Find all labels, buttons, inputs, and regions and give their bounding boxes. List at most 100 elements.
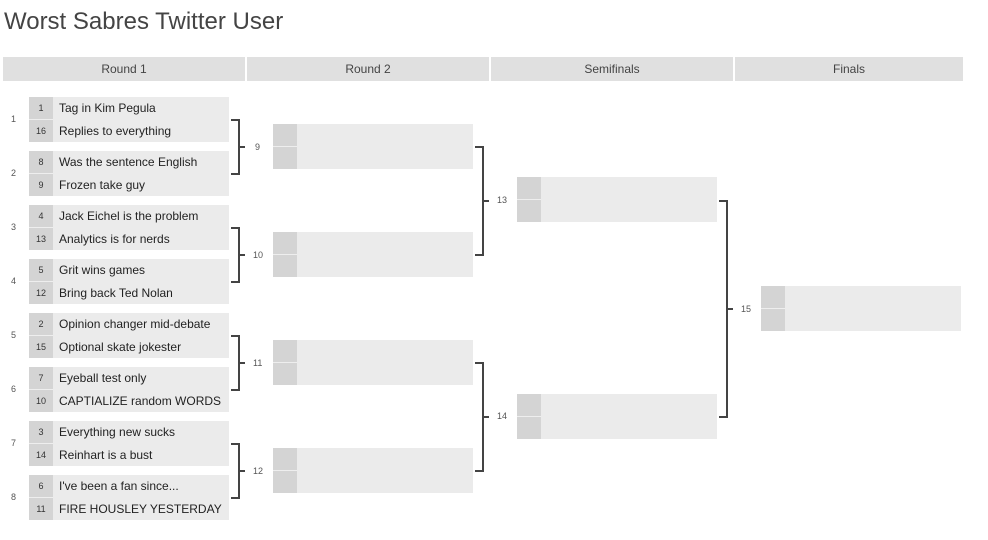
- team-name: Replies to everything: [59, 124, 172, 138]
- bracket-connector: [475, 146, 484, 256]
- team-name: Was the sentence English: [59, 155, 198, 169]
- team-name: CAPTIALIZE random WORDS: [59, 394, 222, 408]
- slot-divider: [29, 173, 53, 174]
- seed: 9: [29, 174, 53, 196]
- team-slot[interactable]: 2 Opinion changer mid-debate: [29, 313, 229, 335]
- team-slot[interactable]: 1 Tag in Kim Pegula: [29, 97, 229, 119]
- team-slot[interactable]: 14 Reinhart is a bust: [29, 444, 229, 466]
- seed: 11: [29, 498, 53, 520]
- team-name: Tag in Kim Pegula: [59, 101, 156, 115]
- game-number: 14: [497, 411, 508, 421]
- seed-empty: [517, 200, 541, 222]
- match-14[interactable]: [517, 394, 717, 439]
- round-header-2: Round 2: [247, 57, 489, 81]
- match-6[interactable]: 7 Eyeball test only 10 CAPTIALIZE random W…: [29, 367, 229, 412]
- game-number: 7: [11, 438, 17, 448]
- match-11[interactable]: [273, 340, 473, 385]
- team-slot[interactable]: 7 Eyeball test only: [29, 367, 229, 389]
- slot-divider: [273, 254, 297, 255]
- slot-divider: [29, 443, 53, 444]
- seed-empty: [517, 394, 541, 416]
- team-name: Jack Eichel is the problem: [59, 209, 199, 223]
- team-name: Reinhart is a bust: [59, 448, 153, 462]
- team-slot[interactable]: 9 Frozen take guy: [29, 174, 229, 196]
- team-name: FIRE HOUSLEY YESTERDAY: [59, 502, 222, 516]
- slot-divider: [29, 335, 53, 336]
- seed-empty: [273, 448, 297, 470]
- game-number: 2: [11, 168, 17, 178]
- game-number: 13: [497, 195, 508, 205]
- team-name: Everything new sucks: [59, 425, 176, 439]
- bracket-connector: [719, 200, 728, 418]
- match-12[interactable]: [273, 448, 473, 493]
- game-number: 15: [741, 304, 752, 314]
- slot-divider: [273, 146, 297, 147]
- bracket-connector: [231, 227, 240, 283]
- game-number: 11: [253, 358, 263, 368]
- match-15[interactable]: [761, 286, 961, 331]
- team-slot[interactable]: 10 CAPTIALIZE random WORDS: [29, 390, 229, 412]
- seed-empty: [273, 340, 297, 362]
- game-number: 4: [11, 276, 17, 286]
- team-slot[interactable]: 8 Was the sentence English: [29, 151, 229, 173]
- team-name: Eyeball test only: [59, 371, 147, 385]
- team-slot[interactable]: 11 FIRE HOUSLEY YESTERDAY: [29, 498, 229, 520]
- bracket-connector-tick: [240, 470, 245, 472]
- seed: 1: [29, 97, 53, 119]
- team-name: Optional skate jokester: [59, 340, 182, 354]
- team-name: Frozen take guy: [59, 178, 146, 192]
- bracket-connector-tick: [240, 254, 245, 256]
- seed: 8: [29, 151, 53, 173]
- seed: 14: [29, 444, 53, 466]
- seed-empty: [273, 232, 297, 254]
- seed-empty: [273, 471, 297, 493]
- slot-divider: [273, 470, 297, 471]
- match-9[interactable]: [273, 124, 473, 169]
- seed-empty: [273, 147, 297, 169]
- seed: 16: [29, 120, 53, 142]
- team-name: Opinion changer mid-debate: [59, 317, 211, 331]
- game-number: 12: [253, 466, 264, 476]
- match-10[interactable]: [273, 232, 473, 277]
- match-7[interactable]: 3 Everything new sucks 14 Reinhart is a bu…: [29, 421, 229, 466]
- team-slot[interactable]: 16 Replies to everything: [29, 120, 229, 142]
- bracket-connector: [475, 362, 484, 472]
- seed: 2: [29, 313, 53, 335]
- seed: 4: [29, 205, 53, 227]
- game-number: 10: [253, 250, 264, 260]
- match-2[interactable]: 8 Was the sentence English 9 Frozen take g…: [29, 151, 229, 196]
- page-title: Worst Sabres Twitter User: [4, 8, 284, 35]
- bracket-connector-tick: [484, 416, 489, 418]
- seed: 5: [29, 259, 53, 281]
- match-1[interactable]: 1 Tag in Kim Pegula 16 Replies to everythi…: [29, 97, 229, 142]
- slot-divider: [517, 416, 541, 417]
- seed: 3: [29, 421, 53, 443]
- bracket-connector-tick: [728, 308, 733, 310]
- seed: 10: [29, 390, 53, 412]
- slot-divider: [29, 119, 53, 120]
- slot-divider: [517, 199, 541, 200]
- seed: 12: [29, 282, 53, 304]
- slot-divider: [29, 389, 53, 390]
- team-slot[interactable]: 3 Everything new sucks: [29, 421, 229, 443]
- slot-divider: [761, 308, 785, 309]
- bracket-connector: [231, 335, 240, 391]
- game-number: 8: [11, 492, 17, 502]
- seed-empty: [761, 309, 785, 331]
- bracket-connector-tick: [484, 200, 489, 202]
- round-header-1: Round 1: [3, 57, 245, 81]
- team-name: Analytics is for nerds: [59, 232, 170, 246]
- match-13[interactable]: [517, 177, 717, 222]
- seed: 7: [29, 367, 53, 389]
- seed-empty: [517, 417, 541, 439]
- team-slot[interactable]: 4 Jack Eichel is the problem: [29, 205, 229, 227]
